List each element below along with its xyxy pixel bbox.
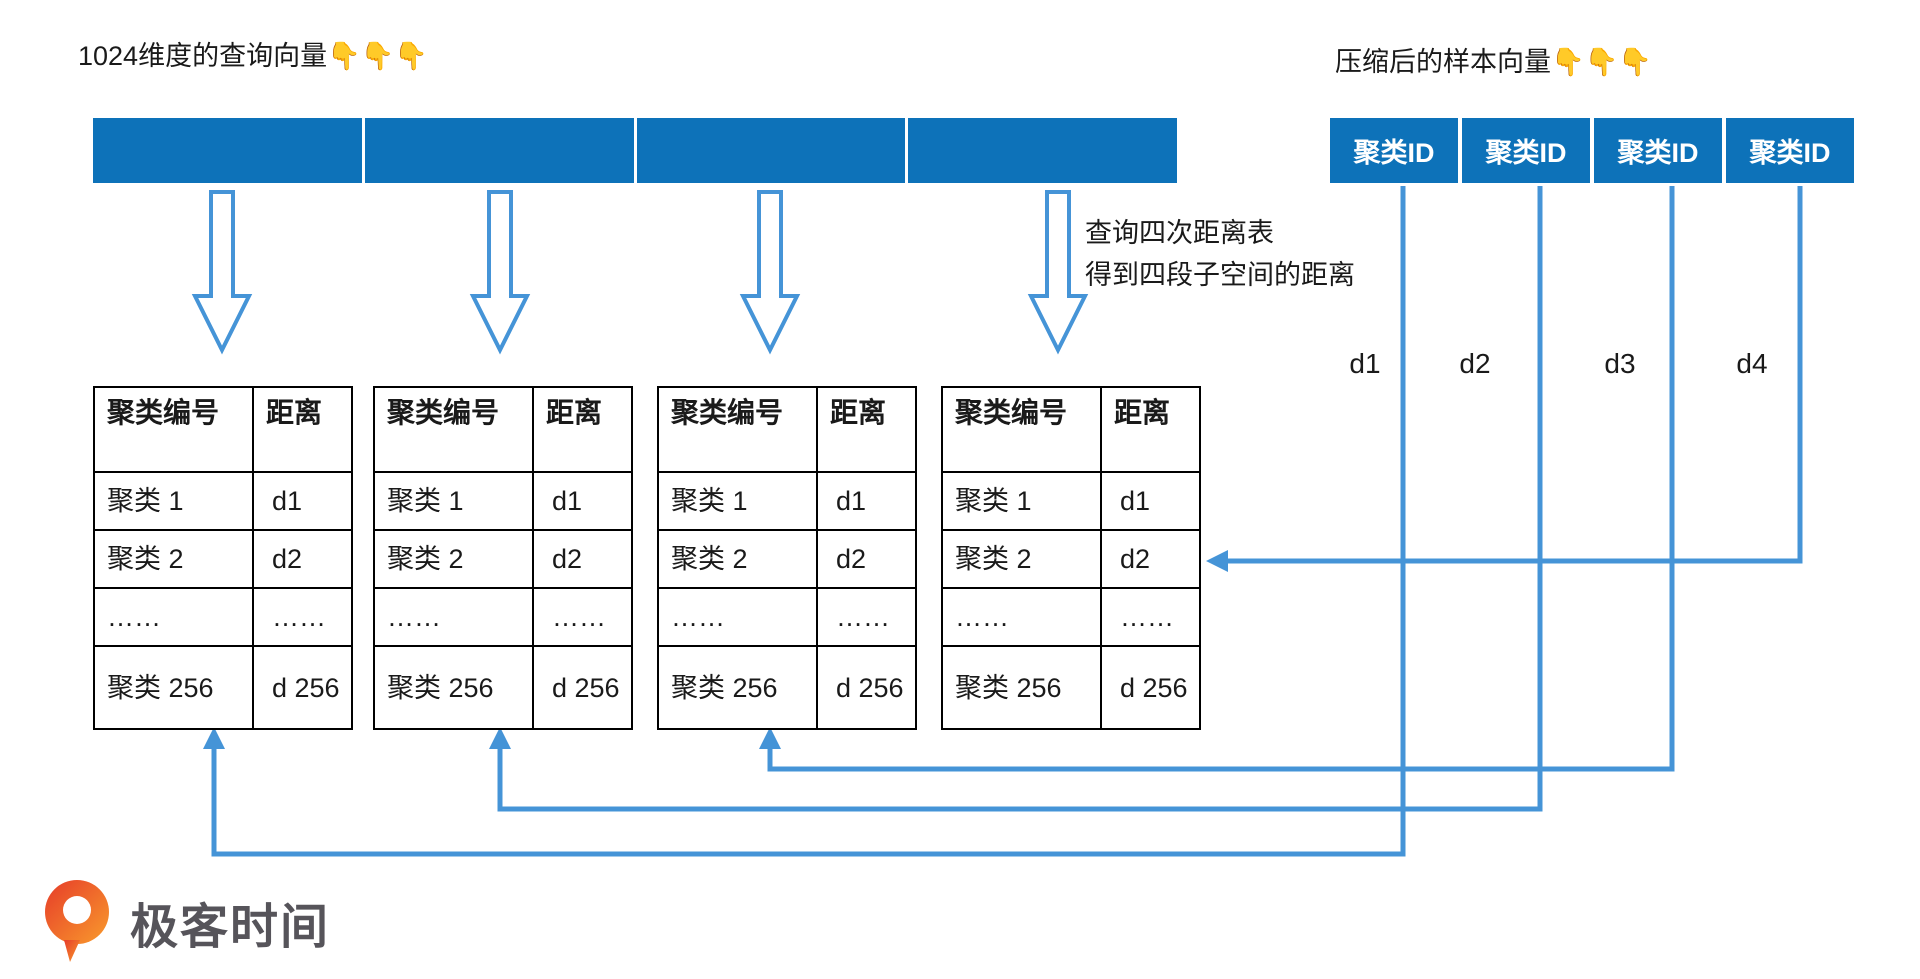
sample-vector-title: 压缩后的样本向量👇👇👇 (1335, 47, 1652, 77)
table-cell: 聚类 256 (373, 645, 534, 730)
table-header-cell: 聚类编号 (373, 386, 534, 473)
table-header-cell: 距离 (816, 386, 917, 473)
table-header-cell: 距离 (1100, 386, 1201, 473)
query-vector-segment-4 (908, 118, 1177, 183)
table-cell: d1 (816, 471, 917, 531)
table-cell: d 256 (532, 645, 633, 730)
table-header-cell: 聚类编号 (941, 386, 1102, 473)
table-cell: 聚类 256 (93, 645, 254, 730)
table-cell: 聚类 1 (373, 471, 534, 531)
table-cell: …… (532, 587, 633, 647)
down-arrow-outline-icon-4 (1027, 190, 1089, 355)
table-cell: …… (373, 587, 534, 647)
query-vector-segment-3 (636, 118, 906, 183)
table-cell: 聚类 2 (373, 529, 534, 589)
table-cell: d1 (252, 471, 353, 531)
arrowhead-up-table3 (759, 727, 781, 749)
table-cell: 聚类 1 (657, 471, 818, 531)
annotation-line-2: 得到四段子空间的距离 (1085, 260, 1355, 290)
query-vector-segment-1 (93, 118, 362, 183)
table-cell: d1 (532, 471, 633, 531)
query-vector-bar (93, 118, 1177, 183)
geektime-logo-icon (45, 880, 109, 962)
arrowhead-up-table2 (489, 727, 511, 749)
table-cell: …… (816, 587, 917, 647)
brand-logo-text: 极客时间 (130, 901, 331, 954)
down-arrow-outline-icon-3 (739, 190, 801, 355)
table-cell: 聚类 256 (657, 645, 818, 730)
table-cell: d2 (532, 529, 633, 589)
table-header-cell: 聚类编号 (657, 386, 818, 473)
table-cell: 聚类 2 (93, 529, 254, 589)
table-cell: d2 (816, 529, 917, 589)
table-cell: d 256 (816, 645, 917, 730)
cluster-id-cell-4: 聚类ID (1726, 118, 1854, 183)
sample-vector-bar: 聚类ID 聚类ID 聚类ID 聚类ID (1330, 118, 1854, 183)
table-cell: 聚类 1 (941, 471, 1102, 531)
table-cell: 聚类 1 (93, 471, 254, 531)
brand-logo: 极客时间 (40, 878, 330, 966)
table-cell: 聚类 256 (941, 645, 1102, 730)
down-arrow-outline-icon-1 (191, 190, 253, 355)
cluster-id-cell-1: 聚类ID (1330, 118, 1458, 183)
table-cell: …… (941, 587, 1102, 647)
table-cell: d2 (1100, 529, 1201, 589)
table-cell: 聚类 2 (941, 529, 1102, 589)
table-cell: d2 (252, 529, 353, 589)
table-cell: d1 (1100, 471, 1201, 531)
arrowhead-left-table4 (1206, 550, 1228, 572)
distance-label-d3: d3 (1604, 348, 1636, 379)
table-cell: …… (93, 587, 254, 647)
table-cell: 聚类 2 (657, 529, 818, 589)
table-cell: …… (252, 587, 353, 647)
table-cell: d 256 (252, 645, 353, 730)
query-vector-segment-2 (364, 118, 634, 183)
down-arrow-outline-icon-2 (469, 190, 531, 355)
distance-label-d1: d1 (1349, 348, 1381, 379)
distance-label-d2: d2 (1459, 348, 1491, 379)
table-header-cell: 距离 (252, 386, 353, 473)
table-cell: …… (1100, 587, 1201, 647)
cluster-id-cell-2: 聚类ID (1462, 118, 1590, 183)
table-cell: …… (657, 587, 818, 647)
query-vector-title: 1024维度的查询向量👇👇👇 (78, 41, 428, 71)
table-header-cell: 距离 (532, 386, 633, 473)
table-cell: d 256 (1100, 645, 1201, 730)
arrowhead-up-table1 (203, 727, 225, 749)
distance-label-d4: d4 (1736, 348, 1768, 379)
annotation-line-1: 查询四次距离表 (1085, 218, 1274, 248)
annotation-text: 查询四次距离表 得到四段子空间的距离 (1085, 212, 1355, 296)
table-header-cell: 聚类编号 (93, 386, 254, 473)
cluster-id-cell-3: 聚类ID (1594, 118, 1722, 183)
